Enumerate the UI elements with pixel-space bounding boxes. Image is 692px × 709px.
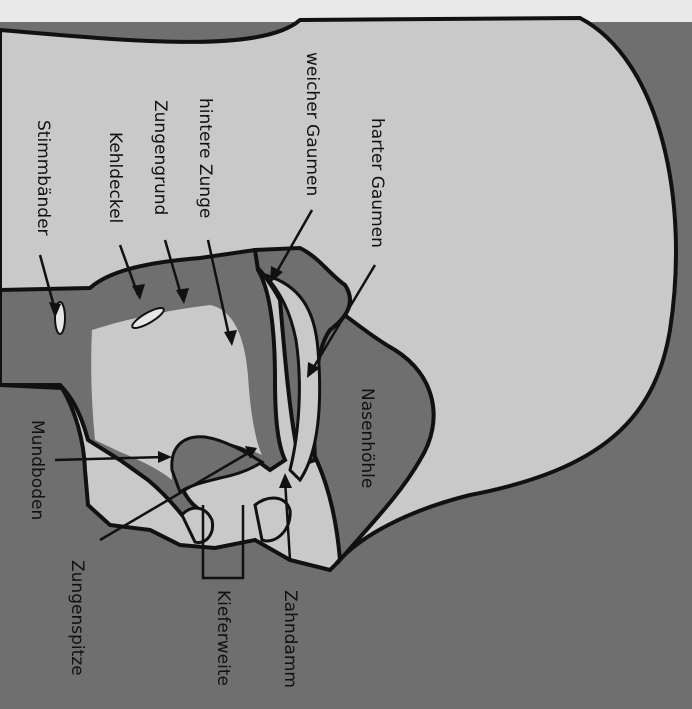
- label-kehldeckel: Kehldeckel: [105, 132, 125, 223]
- label-nasenhoehle: Nasenhöhle: [357, 388, 377, 488]
- label-zungengrund: Zungengrund: [150, 100, 170, 215]
- label-mundboden: Mundboden: [27, 420, 47, 520]
- label-zungenspitze: Zungenspitze: [67, 560, 87, 676]
- label-harter-gaumen: harter Gaumen: [367, 118, 387, 248]
- label-kieferweite: Kieferweite: [213, 590, 233, 686]
- label-weicher-gaumen: weicher Gaumen: [302, 52, 322, 196]
- label-hintere-zunge: hintere Zunge: [195, 98, 215, 218]
- label-stimmbaender: Stimmbänder: [33, 120, 53, 236]
- label-zahndamm: Zahndamm: [280, 590, 300, 688]
